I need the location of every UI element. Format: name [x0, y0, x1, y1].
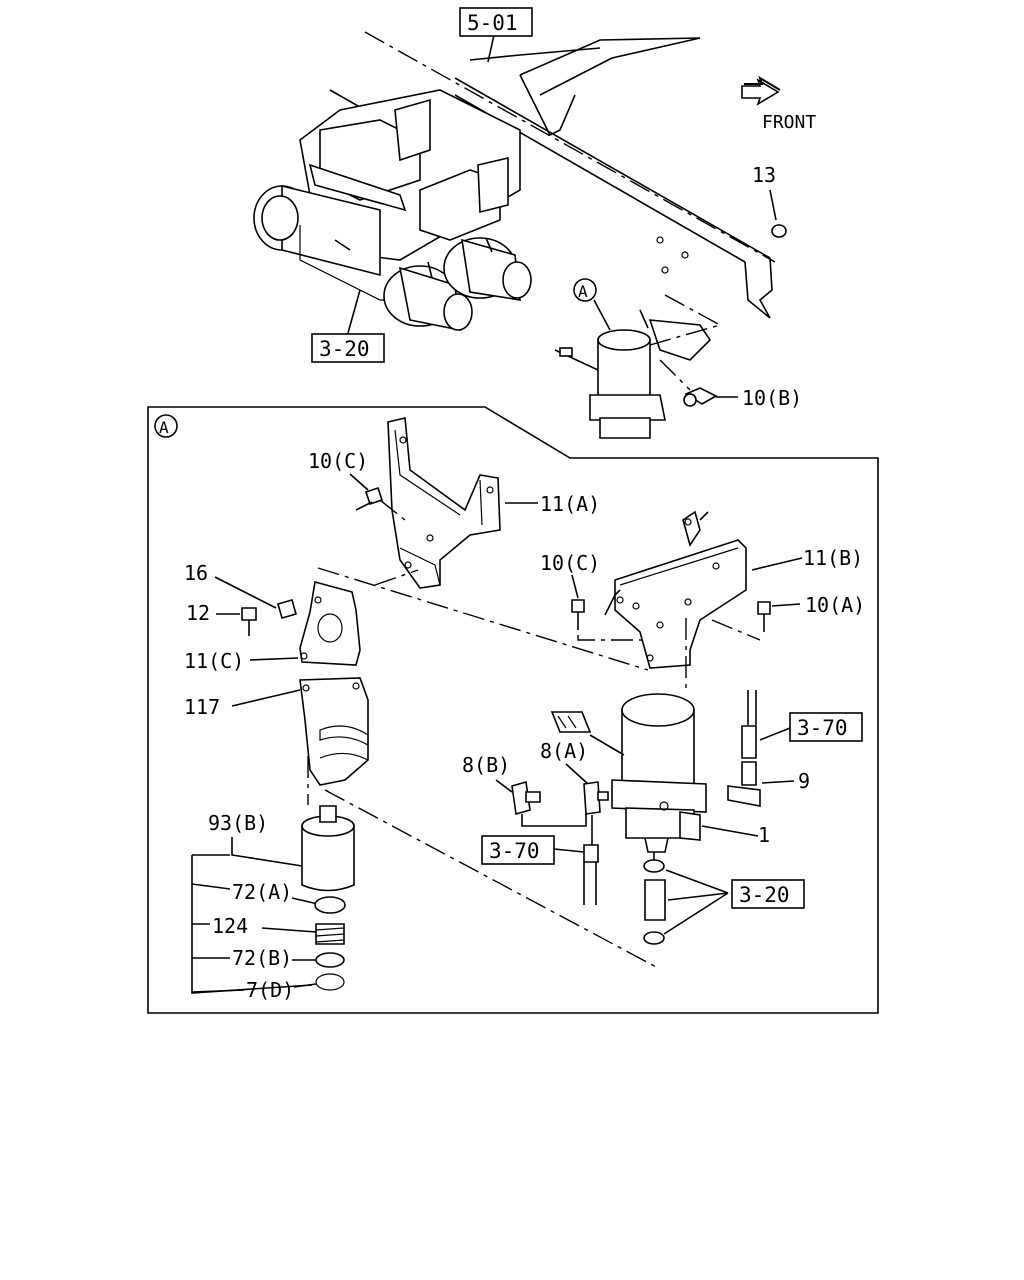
- bolt-10a-icon: [757, 601, 771, 632]
- detail-a-frame: [147, 406, 879, 1014]
- callout-9: 9: [798, 769, 810, 793]
- callout-93b-leader: [231, 837, 303, 867]
- callout-8a-leader: [565, 763, 589, 785]
- hose-3-20: [643, 852, 666, 945]
- ref-box-3-20-top[interactable]: [311, 333, 385, 363]
- ref-box-3-70-right[interactable]: [789, 712, 863, 742]
- snap-ring-7d-icon: [315, 973, 345, 991]
- pipe-nut-3-70-left: [583, 844, 599, 863]
- ref-3-20-bottom[interactable]: 3-20: [739, 883, 790, 907]
- fitting-9: [727, 725, 761, 807]
- callout-9-leader: [761, 780, 795, 784]
- front-direction-arrow-icon: [741, 75, 781, 106]
- ring-72b-icon: [315, 952, 345, 968]
- callout-10a: 10(A): [805, 593, 865, 617]
- filter-cartridge-93b: [301, 805, 355, 892]
- callout-10c-top-leader: [349, 473, 369, 491]
- fitting-8a: [583, 781, 609, 815]
- front-label: FRONT: [762, 112, 816, 133]
- callout-124-leader: [192, 923, 317, 933]
- ref-3-20-top[interactable]: 3-20: [319, 337, 370, 361]
- nut-16-icon: [277, 599, 297, 619]
- callout-1: 1: [758, 823, 770, 847]
- callout-13: 13: [752, 163, 776, 187]
- callout-117-leader: [231, 689, 301, 707]
- callout-124: 124: [212, 914, 248, 938]
- ref-3-70-left[interactable]: 3-70: [489, 839, 540, 863]
- callout-8b-leader: [495, 779, 513, 793]
- callout-72b: 72(B): [232, 946, 292, 970]
- ref-5-01[interactable]: 5-01: [467, 11, 518, 35]
- callout-3-20-leader-a: [665, 869, 729, 894]
- fitting-bracket-line: [521, 814, 587, 827]
- ref-box-3-70-left[interactable]: [481, 835, 555, 865]
- callout-11b-leader: [751, 557, 803, 571]
- bolt-12-icon: [241, 607, 257, 636]
- callout-1-leader: [701, 825, 759, 837]
- callout-72a: 72(A): [232, 880, 292, 904]
- callout-13-leader: [769, 189, 777, 221]
- callout-7d: 7(D): [246, 978, 294, 1002]
- chassis-frame-overview: [253, 31, 776, 334]
- callout-10c-top: 10(C): [308, 449, 368, 473]
- detail-marker-circle: [154, 414, 178, 438]
- callout-12: 12: [186, 601, 210, 625]
- bracket-11b: [604, 510, 747, 669]
- callout-10c-mid-leader: [571, 574, 579, 599]
- callout-8a: 8(A): [540, 739, 588, 763]
- callout-3-20-leader-c: [663, 892, 729, 935]
- callout-8b: 8(B): [462, 753, 510, 777]
- callout-72b-leader: [192, 957, 316, 961]
- nut-13-icon: [771, 224, 787, 238]
- ref-box-3-20-bottom[interactable]: [731, 879, 805, 909]
- callout-11c: 11(C): [184, 649, 244, 673]
- bracket-11a: [387, 417, 501, 589]
- callout-7d-leader: [191, 983, 317, 993]
- ring-72a-icon: [314, 896, 346, 914]
- callout-10b: 10(B): [742, 386, 802, 410]
- air-dryer-1: [550, 693, 707, 853]
- callout-10c-mid: 10(C): [540, 551, 600, 575]
- ref-box-5-01[interactable]: [459, 7, 533, 37]
- ref-3-70-right[interactable]: 3-70: [797, 716, 848, 740]
- spring-124-icon: [315, 923, 345, 945]
- callout-10a-leader: [771, 603, 801, 607]
- detail-marker-overview: A: [578, 282, 588, 301]
- callout-72a-leader: [191, 883, 319, 905]
- detail-marker-label: A: [159, 418, 169, 437]
- clamp-117: [299, 677, 369, 786]
- air-dryer-overview: A: [554, 278, 722, 439]
- callout-117: 117: [184, 695, 220, 719]
- bolt-10c-top-icon: [355, 486, 384, 511]
- callout-11b: 11(B): [803, 546, 863, 570]
- fitting-8b: [511, 780, 541, 816]
- callout-11a: 11(A): [540, 492, 600, 516]
- callout-93b: 93(B): [208, 811, 268, 835]
- callout-16: 16: [184, 561, 208, 585]
- callout-3-20-leader-b: [667, 892, 729, 901]
- callout-16-leader: [214, 576, 277, 609]
- callout-11c-leader: [249, 657, 299, 661]
- kit-bracket-line: [191, 855, 313, 994]
- bracket-11c: [299, 580, 361, 666]
- bolt-10c-mid-icon: [571, 599, 585, 630]
